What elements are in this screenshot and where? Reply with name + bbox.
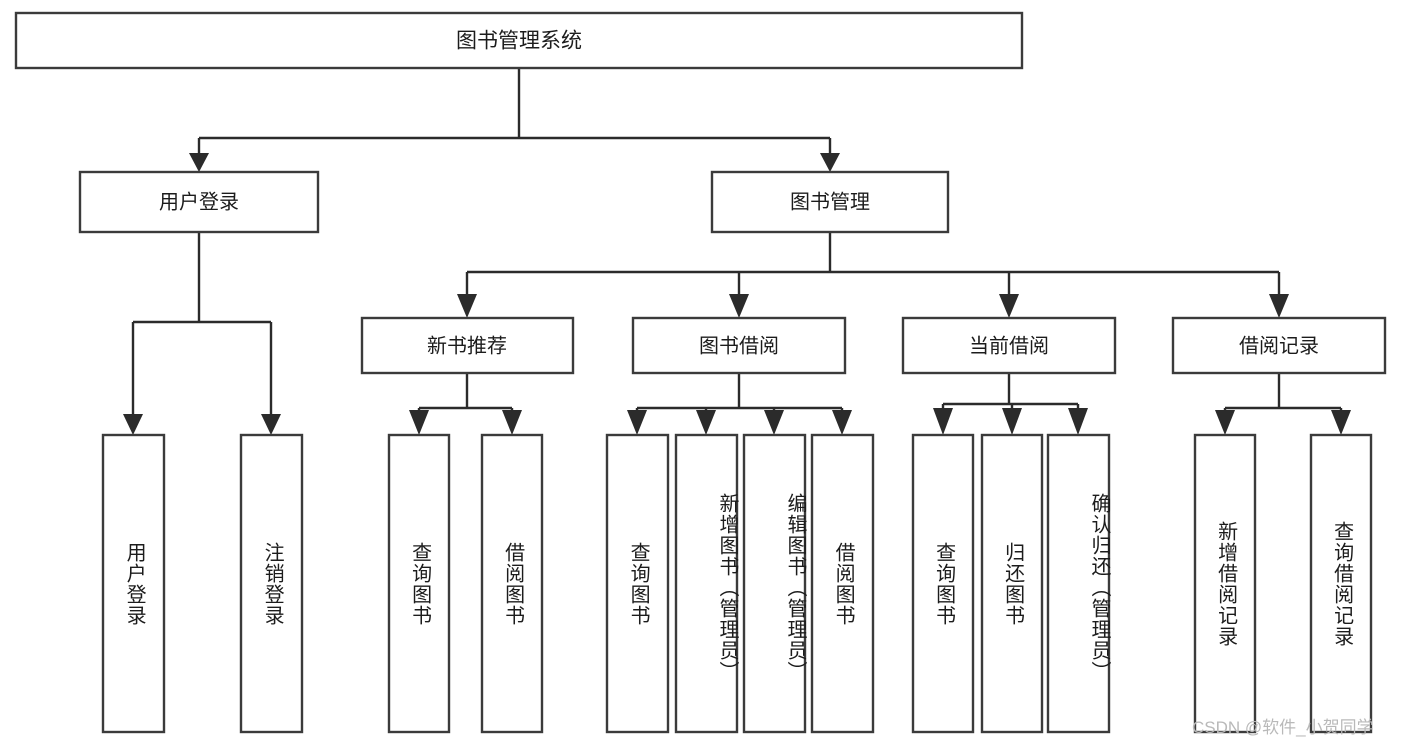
arrow-borrow-record <box>1269 294 1289 318</box>
leaf-record-add-record[interactable] <box>1193 433 1257 734</box>
node-new-book-recommend-label: 新书推荐 <box>427 334 507 357</box>
arrow-bb-leaf4 <box>832 410 852 435</box>
leaf-newbook-query-book[interactable] <box>387 433 451 734</box>
node-root[interactable] <box>14 11 1024 70</box>
node-book-borrow-label: 图书借阅 <box>699 334 779 357</box>
arrow-book-borrow <box>729 294 749 318</box>
node-book-management-label: 图书管理 <box>790 190 870 213</box>
leaf-borrow-add-book[interactable] <box>674 433 739 734</box>
arrow-cb-leaf1 <box>933 408 953 435</box>
node-borrow-record[interactable] <box>1171 316 1387 375</box>
node-book-management[interactable] <box>710 170 950 234</box>
arrow-cb-leaf3 <box>1068 408 1088 435</box>
leaf-borrow-edit-book[interactable] <box>742 433 807 734</box>
node-book-borrow[interactable] <box>631 316 847 375</box>
node-layer: 图书管理系统 用户登录 图书管理 新书推荐 图书借阅 当前借阅 借阅记录 <box>14 11 1387 734</box>
arrow-bb-leaf3 <box>764 410 784 435</box>
connector-layer <box>123 68 1351 435</box>
arrow-nb-leaf2 <box>502 410 522 435</box>
arrow-book-mgmt <box>820 153 840 172</box>
arrow-bb-leaf1 <box>627 410 647 435</box>
arrow-ul-leaf2 <box>261 414 281 435</box>
arrow-br-leaf1 <box>1215 410 1235 435</box>
node-user-login[interactable] <box>78 170 320 234</box>
leaf-borrow-query-book[interactable] <box>605 433 670 734</box>
node-current-borrow[interactable] <box>901 316 1117 375</box>
node-current-borrow-label: 当前借阅 <box>969 334 1049 357</box>
leaf-current-return-book[interactable] <box>980 433 1044 734</box>
node-borrow-record-label: 借阅记录 <box>1239 334 1319 357</box>
node-root-label: 图书管理系统 <box>456 30 582 53</box>
arrow-ul-leaf1 <box>123 414 143 435</box>
leaf-user-login-login[interactable] <box>101 433 166 734</box>
arrow-nb-leaf1 <box>409 410 429 435</box>
node-new-book-recommend[interactable] <box>360 316 575 375</box>
arrow-cb-leaf2 <box>1002 408 1022 435</box>
leaf-user-login-logout[interactable] <box>239 433 304 734</box>
leaf-borrow-borrow-book[interactable] <box>810 433 875 734</box>
leaf-newbook-borrow-book[interactable] <box>480 433 544 734</box>
leaf-current-query-book[interactable] <box>911 433 975 734</box>
arrow-user-login <box>189 153 209 172</box>
node-user-login-label: 用户登录 <box>159 190 239 213</box>
arrow-bb-leaf2 <box>696 410 716 435</box>
leaf-current-confirm-return[interactable] <box>1046 433 1111 734</box>
arrow-new-book <box>457 294 477 318</box>
csdn-watermark: CSDN @软件_小贺同学 <box>1192 718 1374 737</box>
arrow-br-leaf2 <box>1331 410 1351 435</box>
arrow-current-borrow <box>999 294 1019 318</box>
leaf-record-query-record[interactable] <box>1309 433 1373 734</box>
